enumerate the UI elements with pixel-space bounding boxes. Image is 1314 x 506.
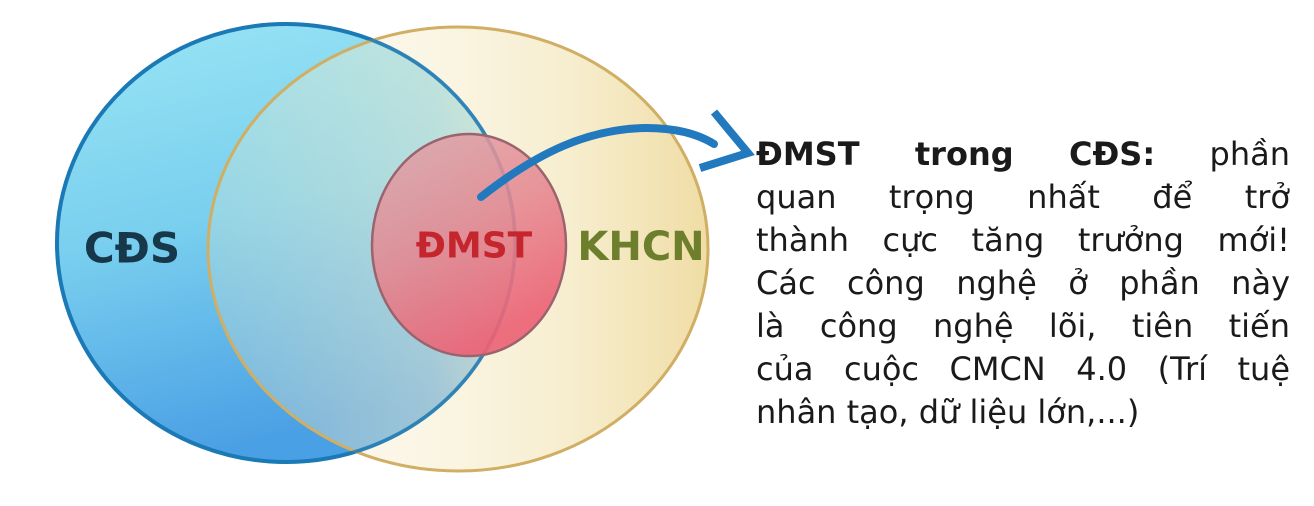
annotation-line-2: quan trọng nhất để trở	[756, 178, 1290, 216]
annotation-line-6: của cuộc CMCN 4.0 (Trí tuệ	[756, 350, 1290, 388]
venn-diagram: CĐS ĐMST KHCN	[55, 22, 755, 473]
arrow-head-icon	[698, 109, 755, 172]
arrow-curve	[477, 123, 718, 201]
annotation-arrow	[477, 109, 755, 201]
label-dmst: ĐMST	[416, 226, 533, 267]
label-cds: CĐS	[84, 224, 180, 273]
annotation-line-7: nhân tạo, dữ liệu lớn,...)	[756, 393, 1140, 431]
annotation-line-1: ĐMST trong CĐS: phần	[756, 133, 1290, 176]
annotation-bold-lead: ĐMST trong CĐS:	[756, 135, 1156, 173]
annotation-line-5: là công nghệ lõi, tiên tiến	[756, 307, 1290, 345]
ellipse-dmst	[370, 132, 568, 358]
label-khcn: KHCN	[577, 224, 704, 270]
annotation-text: ĐMST trong CĐS: phần quan trọng nhất để …	[756, 133, 1290, 434]
annotation-line-4: Các công nghệ ở phần này	[756, 264, 1290, 302]
annotation-line-1-rest: phần	[1209, 135, 1291, 173]
annotation-line-3: thành cực tăng trưởng mới!	[756, 221, 1290, 259]
